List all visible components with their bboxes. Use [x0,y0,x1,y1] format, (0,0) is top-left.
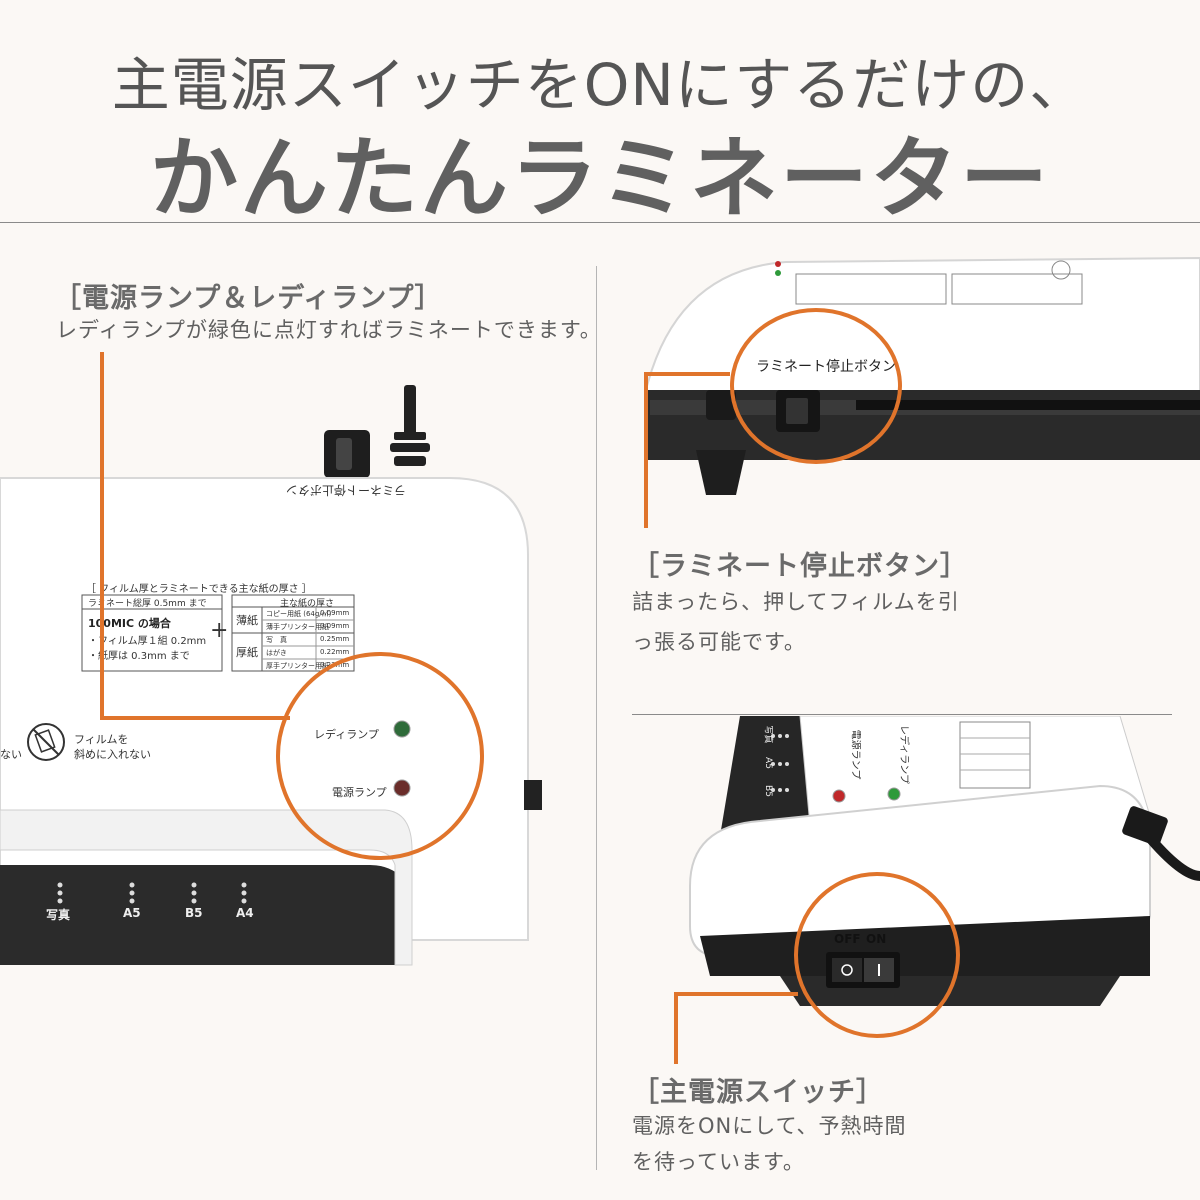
br-ready-lamp-label: レディランプ [898,725,909,784]
mic-line-1: ・フィルム厚１組 0.2mm [88,636,207,647]
paper-row-value: 0.09mm [320,609,350,617]
film-table-caption: ［ フィルム厚とラミネートできる主な紙の厚さ ］ [86,584,312,595]
total-thickness-text: ラミネート総厚 0.5mm まで [88,599,207,609]
lamp-section-title: ［電源ランプ＆レディランプ］ [54,283,443,314]
thick-paper-label: 厚紙 [236,646,258,659]
switch-section-description-line-2: を待っています。 [632,1150,805,1174]
paper-row: はがき [266,649,287,657]
cut-off-warning-text: ない [0,748,22,761]
mic-line-2: ・紙厚は 0.3mm まで [88,651,190,662]
paper-row: 薄手プリンター用紙 [266,623,329,631]
lamp-callout-line-horizontal [100,716,290,720]
br-size-mark-photo: 写真 [762,725,773,744]
paper-thickness-header: 主な紙の厚さ [280,599,335,609]
size-mark-b5: B5 [185,906,203,920]
br-power-lamp-label: 電源ランプ [849,729,861,780]
thin-paper-label: 薄紙 [236,614,258,627]
switch-callout-line-vertical [674,992,678,1064]
vertical-divider [596,266,597,1170]
left-stop-button-label: ラミネート停止ボタン [286,483,407,497]
paper-row: 厚手プリンター用紙 [266,662,329,670]
paper-row-value: 0.25mm [320,635,350,643]
paper-row: 写 真 [266,636,287,644]
stop-callout-line-vertical [644,372,648,528]
size-mark-a4: A4 [236,906,254,920]
lamp-callout-line-vertical [100,352,104,720]
size-mark-a5: A5 [123,906,141,920]
plus-sign: + [210,618,229,643]
switch-callout-line-horizontal [674,992,798,996]
header-divider [0,222,1200,223]
top-right-laminator-illustration [645,256,1200,495]
warning-line-1: フィルムを [74,733,129,746]
stop-callout-line-horizontal [644,372,730,376]
paper-row: コピー用紙 (64g/㎡) [266,610,332,618]
stop-section-description-line-2: っ張る可能です。 [632,630,806,654]
lamp-highlight-circle [276,652,484,860]
switch-highlight-circle [794,872,960,1038]
mic-heading: 100MIC の場合 [88,617,171,630]
br-size-mark-b5: B5 [762,785,773,797]
headline-line-1: 主電源スイッチをONにするだけの、 [111,51,1089,119]
headline-line-2: かんたんラミネーター [149,127,1050,230]
stop-button-highlight-circle [730,308,902,464]
left-laminator-illustration [0,385,542,966]
switch-section-title: ［主電源スイッチ］ [632,1077,884,1108]
stop-section-title: ［ラミネート停止ボタン］ [632,551,968,582]
switch-section-description-line-1: 電源をONにして、予熱時間 [632,1114,907,1138]
br-size-mark-a5: A5 [762,757,773,769]
size-mark-photo: 写真 [46,908,71,922]
warning-line-2: 斜めに入れない [74,748,151,761]
right-horizontal-divider [632,714,1172,715]
stop-section-description-line-1: 詰まったら、押してフィルムを引 [632,590,960,614]
lamp-section-description: レディランプが緑色に点灯すればラミネートできます。 [56,318,602,342]
paper-row-value: 0.22mm [320,648,350,656]
paper-row-value: 0.09mm [320,622,350,630]
